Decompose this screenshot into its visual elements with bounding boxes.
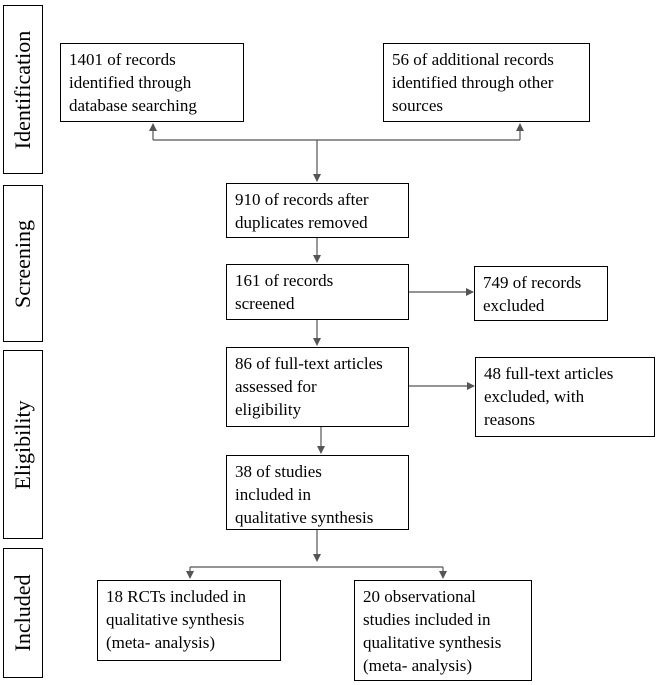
box-line: qualitative synthesis: [363, 633, 502, 652]
box-line: 56 of additional records: [392, 50, 554, 69]
box-line: 749 of records: [483, 273, 582, 292]
box-line: database searching: [69, 96, 197, 115]
box-line: qualitative synthesis: [106, 610, 245, 629]
box-line: 38 of studies: [235, 462, 322, 481]
box-line: 18 RCTs included in: [106, 587, 247, 606]
box-line: qualitative synthesis: [235, 508, 374, 527]
box-line: assessed for: [235, 377, 317, 396]
fulltext-excluded-box: 48 full-text articles excluded, with rea…: [475, 357, 655, 437]
stage-included-label: Included: [10, 574, 35, 652]
box-line: studies included in: [363, 610, 491, 629]
box-line: duplicates removed: [235, 213, 368, 232]
box-line: 1401 of records: [69, 50, 176, 69]
after-duplicates-box: 910 of records after duplicates removed: [226, 183, 409, 238]
stage-included: Included: [3, 548, 43, 678]
stage-screening: Screening: [3, 185, 43, 342]
box-line: 910 of records after: [235, 190, 369, 209]
box-line: excluded, with: [484, 387, 585, 406]
box-line: 48 full-text articles: [484, 364, 614, 383]
fulltext-assessed-box: 86 of full-text articles assessed for el…: [226, 347, 409, 427]
stage-screening-label: Screening: [10, 219, 35, 308]
stage-identification: Identification: [3, 5, 43, 174]
box-line: identified through: [69, 73, 192, 92]
other-records-box: 56 of additional records identified thro…: [383, 43, 590, 122]
box-line: eligibility: [235, 400, 302, 419]
box-line: reasons: [484, 410, 535, 429]
database-records-box: 1401 of records identified through datab…: [60, 43, 244, 122]
stage-eligibility: Eligibility: [3, 350, 43, 539]
box-line: 86 of full-text articles: [235, 354, 383, 373]
box-line: 20 observational: [363, 587, 476, 606]
observational-box: 20 observational studies included in qua…: [354, 580, 532, 681]
box-line: excluded: [483, 296, 545, 315]
box-line: included in: [235, 485, 312, 504]
stage-identification-label: Identification: [10, 30, 35, 149]
box-line: 161 of records: [235, 271, 334, 290]
box-line: sources: [392, 96, 443, 115]
box-line: (meta- analysis): [106, 633, 216, 652]
screened-box: 161 of records screened: [226, 264, 409, 320]
excluded-records-box: 749 of records excluded: [474, 266, 608, 321]
box-line: identified through other: [392, 73, 554, 92]
box-line: screened: [235, 294, 295, 313]
box-line: (meta- analysis): [363, 656, 473, 675]
qualitative-box: 38 of studies included in qualitative sy…: [226, 455, 409, 530]
rcts-box: 18 RCTs included in qualitative synthesi…: [97, 580, 281, 661]
stage-eligibility-label: Eligibility: [10, 399, 35, 490]
